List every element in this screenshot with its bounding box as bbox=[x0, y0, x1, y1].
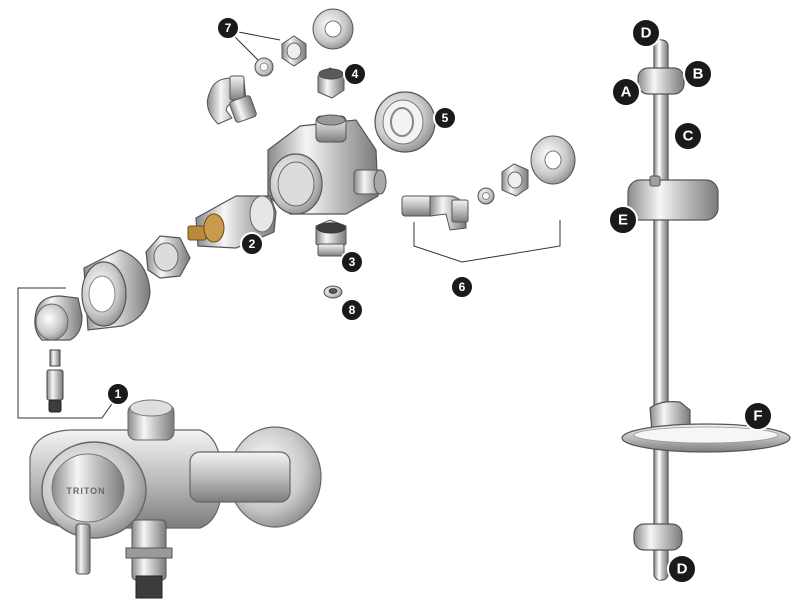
riser-rail-kit bbox=[621, 39, 791, 581]
badge-d-bottom: D bbox=[667, 554, 697, 584]
compression-nut-top bbox=[281, 35, 307, 67]
badge-1-label: 1 bbox=[115, 387, 122, 401]
valve-body bbox=[267, 114, 387, 215]
wall-flange-right bbox=[530, 135, 576, 185]
brand-label: TRITON bbox=[66, 486, 105, 496]
badge-e: E bbox=[608, 205, 638, 235]
badge-6-label: 6 bbox=[459, 280, 466, 294]
badge-d-top: D bbox=[631, 18, 661, 48]
check-valve-fitting bbox=[315, 219, 347, 257]
badge-8-label: 8 bbox=[349, 303, 356, 317]
badge-4-label: 4 bbox=[352, 67, 359, 81]
olive-right bbox=[477, 187, 495, 205]
valve-parts bbox=[17, 8, 576, 419]
badge-8: 8 bbox=[340, 298, 364, 322]
olive-top bbox=[254, 57, 274, 77]
badge-2-label: 2 bbox=[249, 237, 256, 251]
part1-bracket bbox=[17, 287, 117, 419]
elbow-inlet-right bbox=[401, 195, 469, 231]
badge-7-label: 7 bbox=[225, 21, 232, 35]
badge-d-bottom-label: D bbox=[677, 561, 688, 578]
badge-f: F bbox=[743, 401, 773, 431]
badge-5: 5 bbox=[433, 106, 457, 130]
badge-f-label: F bbox=[753, 408, 762, 425]
cartridge-locknut bbox=[145, 235, 191, 279]
control-knob bbox=[34, 295, 83, 341]
badge-a: A bbox=[611, 77, 641, 107]
badge-3: 3 bbox=[340, 250, 364, 274]
badge-3-label: 3 bbox=[349, 255, 356, 269]
shroud-ring bbox=[374, 91, 436, 153]
badge-7: 7 bbox=[216, 16, 240, 40]
elbow-inlet-top bbox=[206, 75, 257, 125]
badge-a-label: A bbox=[621, 84, 632, 101]
filter-washer bbox=[323, 285, 343, 299]
badge-5-label: 5 bbox=[442, 111, 449, 125]
badge-c: C bbox=[673, 121, 703, 151]
wall-flange-top bbox=[312, 8, 354, 50]
badge-c-label: C bbox=[683, 128, 694, 145]
badge-b-label: B bbox=[693, 66, 704, 83]
badge-2: 2 bbox=[240, 232, 264, 256]
compression-nut-right bbox=[501, 163, 529, 197]
part6-bracket bbox=[413, 220, 561, 263]
blanking-plug bbox=[317, 67, 345, 99]
badge-b: B bbox=[683, 59, 713, 89]
assembled-valve: TRITON bbox=[29, 399, 322, 599]
badge-1: 1 bbox=[106, 382, 130, 406]
badge-e-label: E bbox=[618, 212, 628, 229]
badge-4: 4 bbox=[343, 62, 367, 86]
badge-6: 6 bbox=[450, 275, 474, 299]
control-shroud bbox=[81, 249, 151, 331]
badge-d-top-label: D bbox=[641, 25, 652, 42]
spindle-screw bbox=[46, 349, 64, 413]
